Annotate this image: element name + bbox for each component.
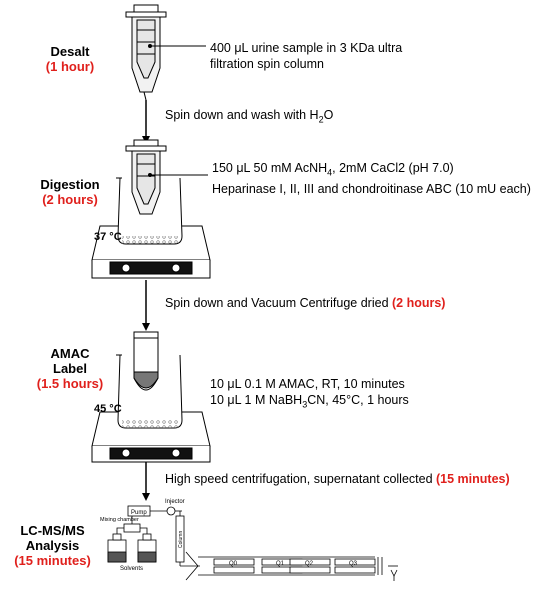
digestion-description: 150 μL 50 mM AcNH4, 2mM CaCl2 (pH 7.0) H…	[212, 160, 531, 197]
amac-temp: 45 °C	[94, 403, 122, 415]
amac-desc-line2: 10 μL 1 M NaBH3CN, 45°C, 1 hours	[210, 392, 409, 413]
amac-desc-b: CN, 45°C, 1 hours	[307, 393, 409, 407]
solvents-label: Solvents	[120, 566, 143, 572]
lcms-time: (15 minutes)	[14, 553, 91, 568]
lcms-name-line1: LC-MS/MS	[20, 523, 85, 538]
q3-label: Q3	[349, 561, 358, 567]
digestion-desc-line2: Heparinase I, II, III and chondroitinase…	[212, 181, 531, 196]
transition-2: Spin down and Vacuum Centrifuge dried (2…	[165, 295, 445, 311]
transition-1-after: O	[323, 108, 334, 122]
transition-3: High speed centrifugation, supernatant c…	[165, 471, 510, 487]
amac-apparatus	[91, 331, 211, 463]
q2-label: Q2	[305, 561, 314, 567]
lcms-schematic	[107, 505, 398, 581]
transition-3-time: (15 minutes)	[436, 472, 510, 486]
amac-desc-line1: 10 μL 0.1 M AMAC, RT, 10 minutes	[210, 377, 405, 391]
digestion-name: Digestion	[40, 177, 100, 192]
desalt-step-label: Desalt (1 hour)	[30, 44, 110, 74]
amac-time: (1.5 hours)	[36, 376, 104, 391]
amac-description: 10 μL 0.1 M AMAC, RT, 10 minutes 10 μL 1…	[210, 376, 409, 413]
desalt-name: Desalt	[50, 44, 90, 59]
lcms-step-label: LC-MS/MS Analysis (15 minutes)	[5, 523, 100, 568]
digestion-desc-sub: 4	[327, 167, 333, 178]
q0-label: Q0	[229, 561, 238, 567]
digestion-step-label: Digestion (2 hours)	[25, 177, 115, 207]
digestion-desc-line1: 150 μL 50 mM AcNH4, 2mM CaCl2 (pH 7.0)	[212, 160, 531, 181]
transition-3-text: High speed centrifugation, supernatant c…	[165, 472, 437, 486]
spin-column-desalt	[125, 4, 167, 101]
desalt-description: 400 μL urine sample in 3 KDa ultra filtr…	[210, 40, 402, 72]
amac-desc-sub: 3	[302, 399, 308, 410]
desalt-desc-line1: 400 μL urine sample in 3 KDa ultra	[210, 41, 403, 55]
transition-1-sub: 2	[318, 114, 324, 125]
amac-desc-a: 10 μL 1 M NaBH	[210, 393, 303, 407]
digestion-temp: 37 °C	[94, 231, 122, 243]
amac-step-label: AMAC Label (1.5 hours)	[30, 346, 110, 391]
desalt-pointer-dot	[148, 44, 152, 48]
transition-1: Spin down and wash with H2O	[165, 107, 333, 128]
mixing-chamber-label: Mixing chamber	[100, 517, 139, 523]
desalt-time: (1 hour)	[45, 59, 95, 74]
transition-2-text: Spin down and Vacuum Centrifuge dried	[165, 296, 392, 310]
desalt-desc-line2: filtration spin column	[210, 57, 324, 71]
transition-2-time: (2 hours)	[392, 296, 446, 310]
lcms-name-line2: Analysis	[25, 538, 80, 553]
digestion-desc-a: 150 μL 50 mM AcNH	[212, 161, 328, 175]
amac-name-line2: Label	[53, 361, 87, 376]
amac-name-line1: AMAC	[50, 346, 90, 361]
digestion-desc-b: , 2mM CaCl2 (pH 7.0)	[332, 161, 454, 175]
column-label: Column	[178, 531, 184, 548]
pump-label: Pump	[131, 510, 147, 516]
digestion-apparatus	[91, 139, 211, 279]
digestion-pointer-dot	[148, 173, 152, 177]
digestion-time: (2 hours)	[42, 192, 98, 207]
transition-1-text: Spin down and wash with H	[165, 108, 319, 122]
q1-label: Q1	[276, 561, 285, 567]
injector-label: Injector	[165, 499, 185, 505]
